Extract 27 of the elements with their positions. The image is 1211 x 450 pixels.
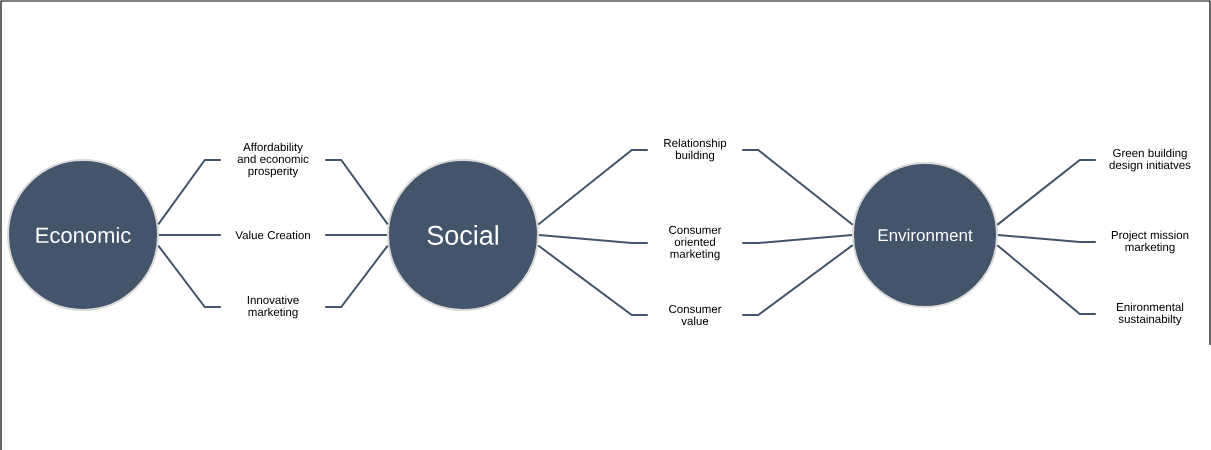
- connector-line: [157, 244, 222, 308]
- circle-node: Social: [387, 159, 539, 311]
- connector-line: [537, 149, 649, 226]
- label-text: Innovative marketing: [247, 295, 299, 319]
- connector-line: [157, 159, 222, 226]
- connector-line: [538, 234, 649, 244]
- label-text: Affordability and economic prosperity: [237, 142, 309, 178]
- label-text: Consumer value: [669, 304, 722, 326]
- connector-line: [997, 234, 1097, 243]
- connector-line: [324, 159, 389, 226]
- label-text: Consumer oriented marketing: [669, 225, 722, 261]
- label-text: Relationship building: [664, 138, 727, 162]
- label-text: Green building design initiatves: [1109, 148, 1191, 172]
- label-text: Enironmental sustainabilty: [1117, 302, 1184, 326]
- connector-line: [324, 234, 388, 236]
- connector-line: [741, 244, 854, 316]
- connector-line: [996, 244, 1097, 315]
- connector-line: [537, 244, 649, 316]
- connector-line: [741, 149, 854, 226]
- label-text: Project mission marketing: [1111, 230, 1189, 254]
- circle-node: Environment: [852, 162, 998, 308]
- connector-line: [741, 234, 853, 244]
- connector-line: [996, 159, 1097, 226]
- label-text: Value Creation: [235, 230, 310, 240]
- connector-line: [158, 234, 222, 236]
- circle-node: Economic: [7, 159, 159, 311]
- connector-line: [324, 244, 389, 308]
